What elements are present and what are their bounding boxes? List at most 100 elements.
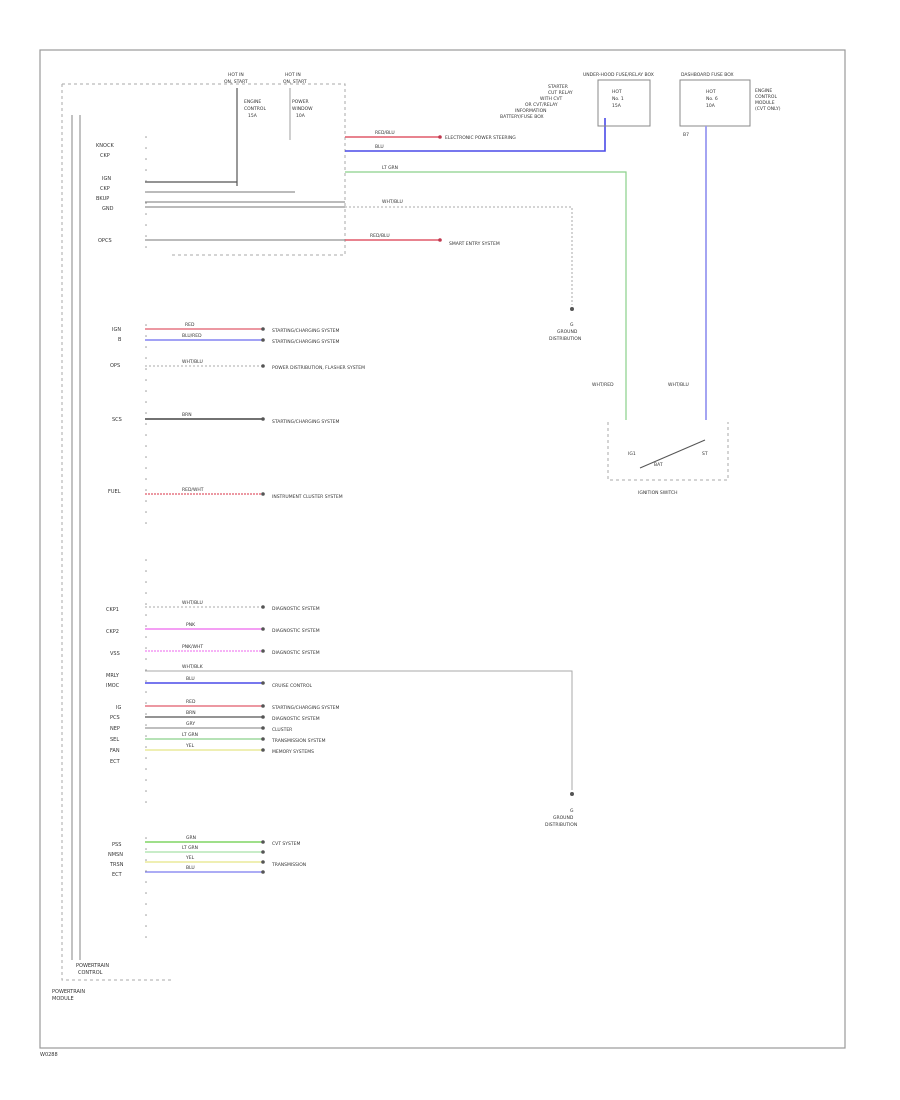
- ground-top-2: GROUND: [557, 329, 578, 335]
- lower-wire-9-dest: MEMORY SYSTEMS: [272, 749, 314, 755]
- wire-top-0-color: RED/BLU: [375, 130, 395, 136]
- pin-dot: [145, 859, 147, 861]
- switch-pos-left: IG1: [628, 451, 636, 457]
- wire-top-0-dest: ELECTRONIC POWER STEERING: [445, 135, 516, 141]
- pin-dot: [145, 892, 147, 894]
- component-note-2: MODULE: [52, 996, 74, 1002]
- lower-label-2: VSS: [110, 651, 120, 657]
- pin-dot: [145, 368, 147, 370]
- connector-c1-fuse-3: 15A: [248, 113, 258, 119]
- pin-dot: [145, 324, 147, 326]
- lower-wire-6-color: BRN: [186, 710, 196, 716]
- pin-dot: [145, 559, 147, 561]
- bottom-label-1: NMSN: [108, 852, 123, 858]
- pin-dot: [145, 511, 147, 513]
- pin-dot: [145, 136, 147, 138]
- ground-top-3: DISTRIBUTION: [549, 336, 581, 342]
- ground-bottom-1: G: [570, 808, 574, 814]
- lower-wire-5-color: RED: [186, 699, 196, 705]
- mid-wire-1-dest: STARTING/CHARGING SYSTEM: [272, 339, 339, 345]
- pin-dot: [145, 202, 147, 204]
- pin-dot: [145, 180, 147, 182]
- connector-c2: HOT IN ON, START POWER WINDOW 10A: [283, 72, 313, 140]
- pin-dot: [145, 848, 147, 850]
- pin-dot: [145, 592, 147, 594]
- pin-dot: [145, 412, 147, 414]
- pin-dot: [145, 735, 147, 737]
- mid-label-b: B: [118, 337, 122, 343]
- bottom-wire-0-color: GRN: [186, 835, 196, 841]
- bottom-label-2: TRSN: [109, 862, 124, 868]
- underhood-fuse-1: HOT: [612, 89, 622, 95]
- pin-dot: [145, 680, 147, 682]
- underhood-desc-1: CUT RELAY: [548, 90, 573, 96]
- pin-dot: [145, 456, 147, 458]
- wire-top-2-color: LT GRN: [382, 165, 398, 171]
- ground-bottom-2: GROUND: [553, 815, 574, 821]
- pin-dot: [145, 936, 147, 938]
- bottom-wires: GRN CVT SYSTEM LT GRN YEL TRANSMISSION B…: [145, 835, 306, 874]
- pin-dot: [145, 445, 147, 447]
- switch-right-wire: WHT/BLU: [668, 382, 689, 388]
- switch-terminal: BAT: [654, 462, 663, 468]
- top-internal-wires: [145, 181, 345, 241]
- pin-dot: [145, 147, 147, 149]
- pin-dot: [145, 746, 147, 748]
- underhood-desc-0: STARTER: [548, 84, 568, 90]
- underhood-desc-2: WITH CVT: [540, 96, 563, 102]
- pin-dot: [145, 713, 147, 715]
- mid-label-fuel: FUEL: [108, 489, 121, 495]
- mid-wire-4-dest: INSTRUMENT CLUSTER SYSTEM: [272, 494, 343, 500]
- connector-c2-head-bottom: ON, START: [283, 79, 307, 85]
- component-name-1: POWERTRAIN: [76, 963, 109, 969]
- bottom-wire-1-color: LT GRN: [182, 845, 198, 851]
- lower-wire-8-dest: TRANSMISSION SYSTEM: [271, 738, 326, 744]
- dash-pin: B7: [683, 132, 689, 138]
- underhood-title: UNDER-HOOD FUSE/RELAY BOX: [583, 72, 654, 78]
- lower-label-7: NEP: [110, 726, 120, 732]
- pin-dot: [145, 213, 147, 215]
- footer-code: W0288: [40, 1052, 58, 1058]
- mid-wire-4-color: RED/WHT: [182, 487, 204, 493]
- pin-dot: [145, 801, 147, 803]
- pin-dot: [145, 401, 147, 403]
- pin-dot: [145, 779, 147, 781]
- underhood-desc-5: BATTERY/FUSE BOX: [500, 114, 544, 120]
- top-right-wires: RED/BLU ELECTRONIC POWER STEERING BLU LT…: [345, 118, 627, 420]
- dash-fuse-1: HOT: [706, 89, 716, 95]
- top-left-labels: KNOCK CKP IGN CKP BKUP GND OPCS: [96, 143, 114, 244]
- pin-dot: [145, 158, 147, 160]
- lower-wire-6-dest: DIAGNOSTIC SYSTEM: [272, 716, 320, 722]
- label-ign: IGN: [102, 176, 111, 182]
- lower-wire-0-dest: DIAGNOSTIC SYSTEM: [272, 606, 320, 612]
- lower-label-4: IMOC: [106, 683, 120, 689]
- wire-top-4-dest: SMART ENTRY SYSTEM: [449, 241, 500, 247]
- connector-c1-head-bottom: ON, START: [224, 79, 248, 85]
- pin-dot: [145, 346, 147, 348]
- pin-dot: [145, 570, 147, 572]
- pin-dot: [145, 691, 147, 693]
- mid-wire-1-color: BLU/RED: [182, 333, 202, 339]
- label-bkup: BKUP: [96, 196, 109, 202]
- pin-dot: [145, 702, 147, 704]
- lower-wire-3-color: WHT/BLK: [182, 664, 204, 670]
- connector-c2-head-top: HOT IN: [285, 72, 301, 78]
- label-gnd: GND: [102, 206, 114, 212]
- ground-bottom-3: DISTRIBUTION: [545, 822, 577, 828]
- mid-wire-3-color: BRN: [182, 412, 192, 418]
- underhood-desc-3: OR CVT/RELAY: [525, 102, 558, 108]
- pin-dot: [145, 614, 147, 616]
- lower-label-8: SEL: [110, 737, 119, 743]
- lower-wire-1-dest: DIAGNOSTIC SYSTEM: [272, 628, 320, 634]
- mid-label-ign: IGN: [112, 327, 121, 333]
- pin-dot: [145, 246, 147, 248]
- switch-title: IGNITION SWITCH: [638, 490, 678, 496]
- bottom-wire-2-dest: TRANSMISSION: [271, 862, 306, 868]
- lower-wire-7-color: GRY: [186, 721, 195, 727]
- lower-wires: WHT/BLU DIAGNOSTIC SYSTEM PNK DIAGNOSTIC…: [145, 600, 573, 790]
- lower-wire-1-color: PNK: [186, 622, 196, 628]
- pin-dot: [145, 224, 147, 226]
- lower-wire-4-dest: CRUISE CONTROL: [272, 683, 312, 689]
- mid-labels: IGN B OPS SCS FUEL: [108, 327, 122, 495]
